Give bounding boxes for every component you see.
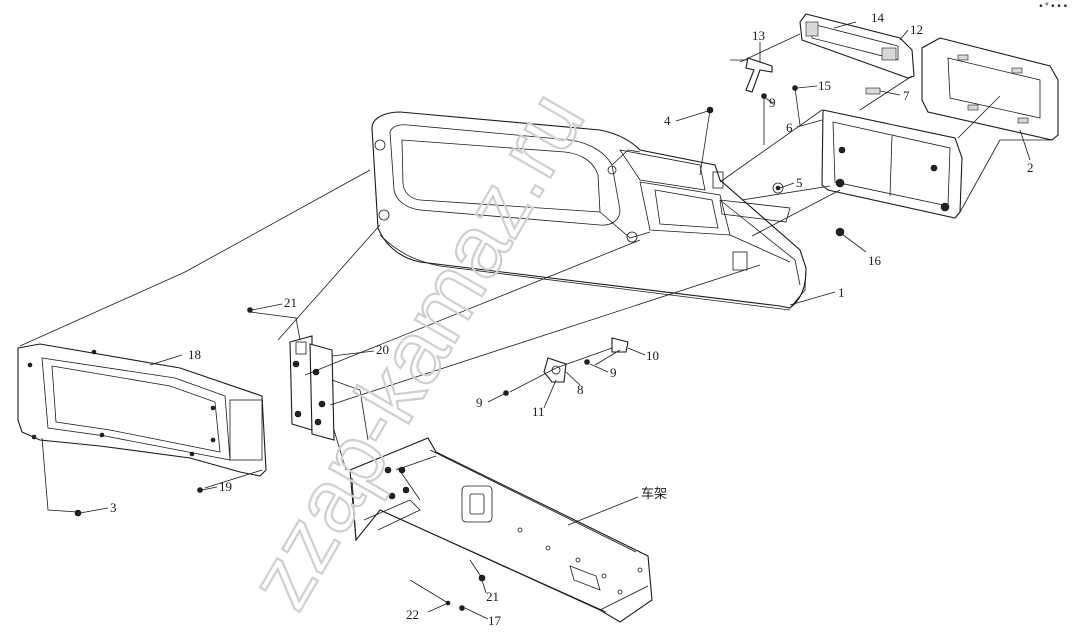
callout-22: 22 bbox=[406, 607, 419, 622]
lamp-part bbox=[865, 87, 881, 95]
callout-11: 11 bbox=[532, 404, 545, 419]
hook-parts bbox=[543, 337, 629, 383]
callout-19: 19 bbox=[219, 479, 232, 494]
callout-labels: 1 2 3 4 5 6 7 8 9 9 9 10 11 12 13 14 15 … bbox=[110, 10, 1034, 628]
callout-13: 13 bbox=[752, 28, 765, 43]
bumper-body bbox=[371, 111, 807, 311]
callout-4: 4 bbox=[664, 113, 671, 128]
callout-pointers bbox=[79, 21, 1031, 620]
callout-frame: 车架 bbox=[641, 486, 667, 502]
callout-21-bottom: 21 bbox=[486, 589, 499, 604]
license-plate bbox=[921, 37, 1059, 141]
assembly-lines bbox=[19, 33, 1052, 604]
callout-21-top: 21 bbox=[284, 295, 297, 310]
callout-8: 8 bbox=[577, 382, 584, 397]
corner-mark: •°••• bbox=[1038, 2, 1069, 12]
end-panel bbox=[17, 343, 267, 477]
callout-1: 1 bbox=[838, 285, 845, 300]
small-bracket bbox=[745, 57, 773, 93]
lamp-housing bbox=[799, 13, 915, 79]
callout-12: 12 bbox=[910, 22, 923, 37]
callout-15: 15 bbox=[818, 78, 831, 93]
vehicle-frame bbox=[349, 437, 653, 623]
mounting-bracket bbox=[289, 335, 335, 441]
callout-17: 17 bbox=[488, 613, 502, 628]
bracket-plate bbox=[821, 109, 963, 219]
callout-5: 5 bbox=[796, 175, 803, 190]
callout-14: 14 bbox=[871, 10, 885, 25]
callout-9-right: 9 bbox=[610, 365, 617, 380]
callout-6: 6 bbox=[786, 120, 793, 135]
callout-7: 7 bbox=[903, 88, 910, 103]
callout-2: 2 bbox=[1027, 160, 1034, 175]
callout-3: 3 bbox=[110, 500, 117, 515]
callout-16: 16 bbox=[868, 253, 882, 268]
callout-9-left: 9 bbox=[476, 395, 483, 410]
callout-9-top: 9 bbox=[769, 95, 776, 110]
callout-20: 20 bbox=[376, 342, 389, 357]
callout-10: 10 bbox=[646, 348, 659, 363]
callout-18: 18 bbox=[188, 347, 201, 362]
